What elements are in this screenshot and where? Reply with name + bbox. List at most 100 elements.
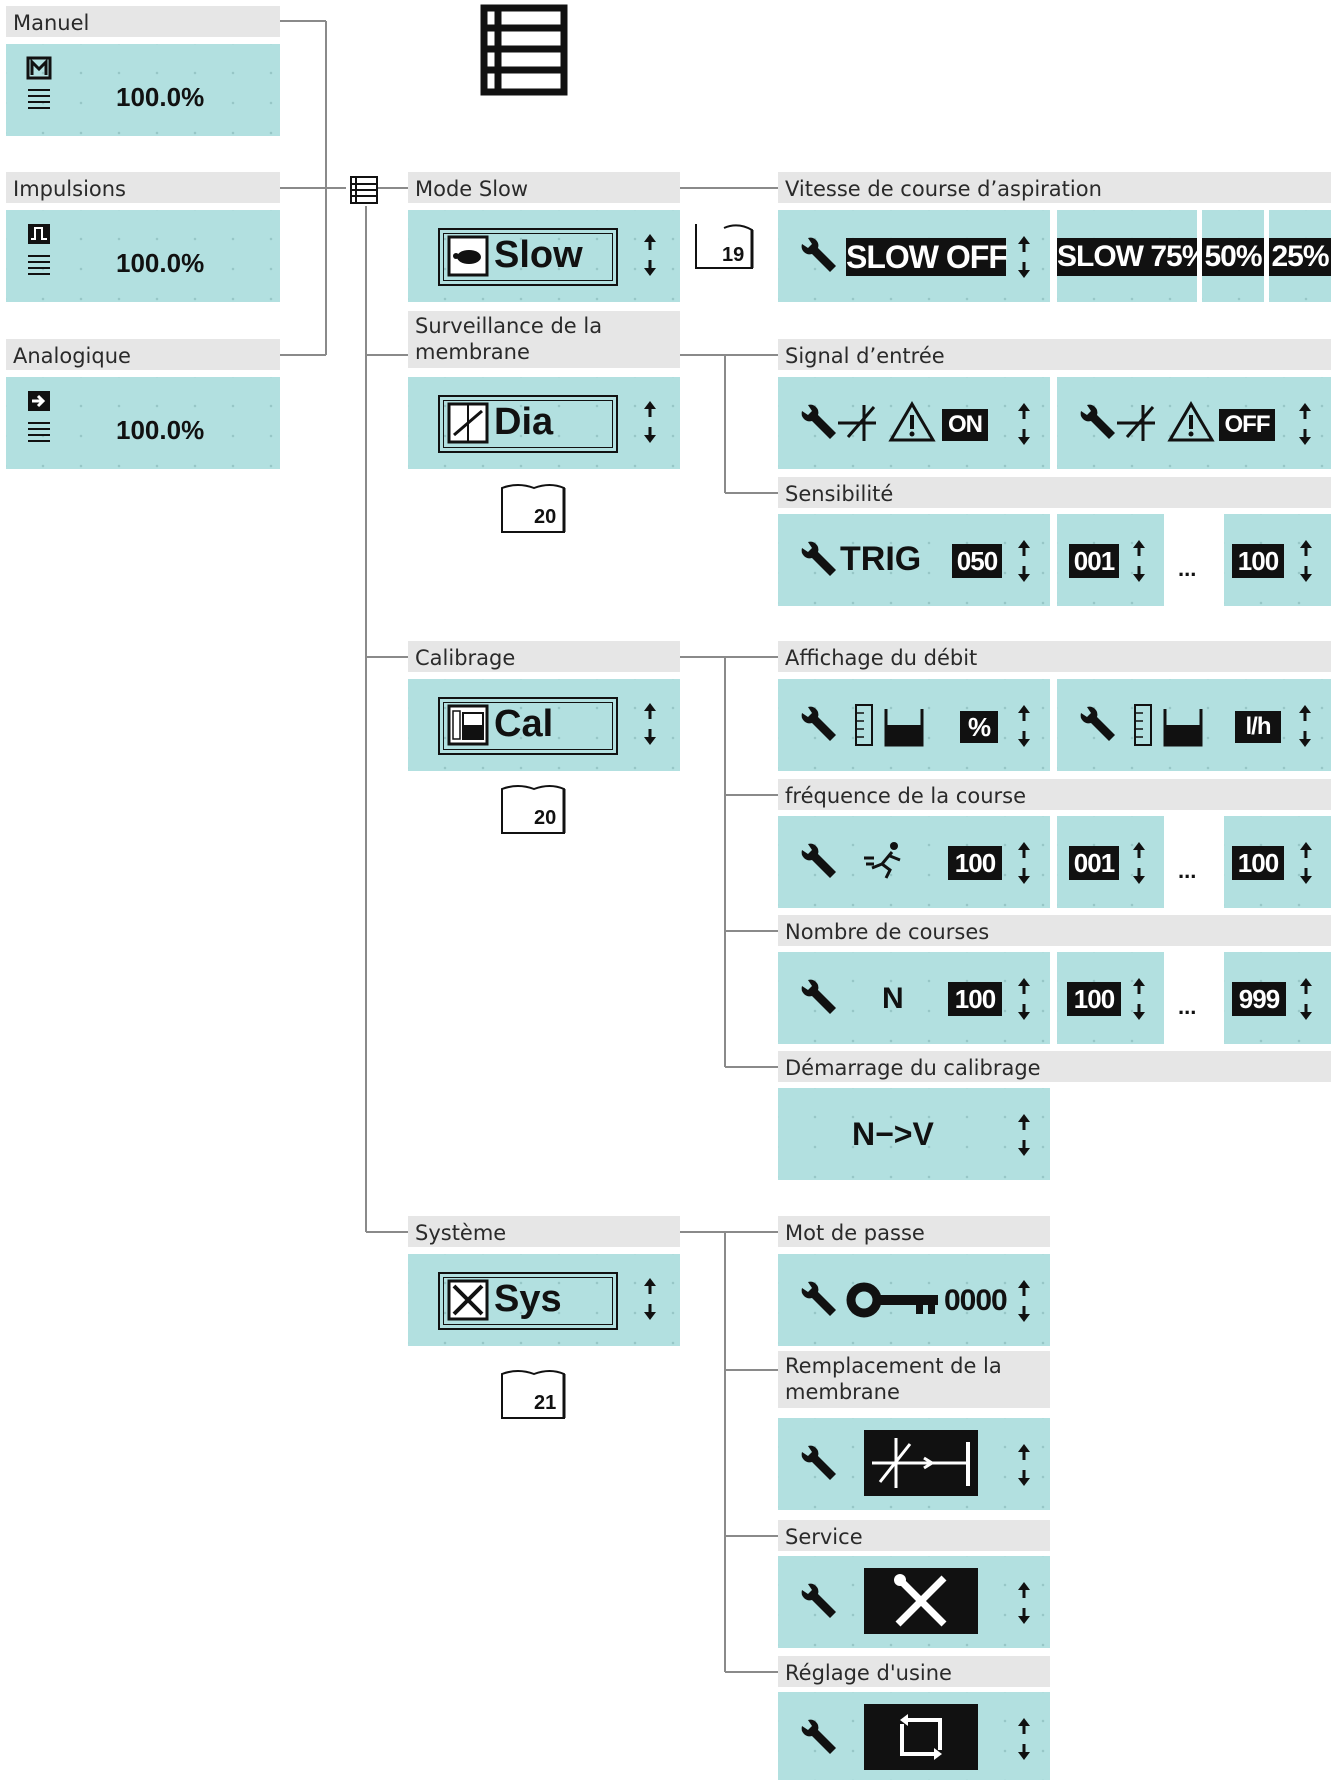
analogique-header: Analogique <box>6 339 280 370</box>
remplacement-header: Remplacement de la membrane <box>778 1351 1050 1408</box>
systeme-screen-label: Sys <box>494 1278 562 1320</box>
up-down-arrows-icon <box>1018 236 1030 278</box>
mode-slow-screen-label: Slow <box>494 234 583 276</box>
vitesse-screen-off[interactable]: SLOW OFF <box>778 210 1050 302</box>
frequence-header: fréquence de la course <box>778 779 1331 810</box>
impulsions-header: Impulsions <box>6 172 280 203</box>
wrench-icon <box>1080 706 1115 741</box>
calibrage-screen-label: Cal <box>494 703 554 745</box>
nombre-screen[interactable]: N 100 <box>778 952 1050 1044</box>
calibrage-screen[interactable]: Cal <box>408 679 680 771</box>
slow-75-value: SLOW 75% <box>1057 238 1208 276</box>
impulsions-percent: 100.0% <box>116 248 205 278</box>
up-down-arrows-icon <box>1300 540 1312 582</box>
reglage-screen[interactable] <box>778 1692 1050 1780</box>
diaphragm-break-icon <box>838 405 876 441</box>
vitesse-screen-75[interactable]: SLOW 75% <box>1057 210 1208 302</box>
signal-on-value: ON <box>942 409 988 441</box>
wrench-icon <box>801 1719 836 1754</box>
slow-50-value: 50% <box>1202 238 1264 276</box>
mot-de-passe-header: Mot de passe <box>778 1216 1050 1247</box>
reglage-header: Réglage d'usine <box>778 1656 1050 1687</box>
impulsions-screen: 100.0% <box>6 210 280 302</box>
analogique-screen: 100.0% <box>6 377 280 469</box>
manual-mode-icon <box>26 56 52 109</box>
wrench-icon <box>801 541 836 576</box>
up-down-arrows-icon <box>644 234 656 276</box>
affichage-screen-pct[interactable]: % <box>778 679 1050 771</box>
up-down-arrows-icon <box>1018 842 1030 884</box>
manuel-screen: 100.0% <box>6 44 280 136</box>
pulse-mode-icon <box>28 224 50 275</box>
up-down-arrows-icon <box>1299 705 1311 747</box>
manuel-percent: 100.0% <box>116 82 205 112</box>
wrench-icon <box>801 237 836 272</box>
up-down-arrows-icon <box>1018 1444 1030 1486</box>
frequence-max-screen[interactable]: 100 <box>1224 816 1331 908</box>
surveillance-screen[interactable]: Dia <box>408 377 680 469</box>
nombre-max-screen[interactable]: 999 <box>1224 952 1331 1044</box>
tank-icon <box>884 709 924 747</box>
turtle-icon <box>447 235 489 277</box>
n-label: N <box>882 982 904 1015</box>
up-down-arrows-icon <box>1018 1582 1030 1624</box>
book-ref-20-calibrage: 20 <box>498 783 568 835</box>
signal-header: Signal d’entrée <box>778 339 1331 370</box>
tank-icon <box>1163 709 1203 747</box>
ellipsis: ... <box>1178 994 1197 1019</box>
ellipsis: ... <box>1178 556 1197 581</box>
frequence-screen[interactable]: 100 <box>778 816 1050 908</box>
up-down-arrows-icon <box>1133 540 1145 582</box>
book-icon <box>501 785 566 834</box>
sensibilite-screen[interactable]: TRIG 050 <box>778 514 1050 606</box>
sensibilite-max-value: 100 <box>1232 544 1284 578</box>
signal-screen-off[interactable]: OFF <box>1057 377 1331 469</box>
up-down-arrows-icon <box>1300 978 1312 1020</box>
affichage-screen-lh[interactable]: l/h <box>1057 679 1331 771</box>
key-icon <box>846 1282 938 1318</box>
wrench-icon <box>801 1281 836 1316</box>
mode-slow-screen[interactable]: Slow <box>408 210 680 302</box>
wrench-icon <box>801 1445 836 1480</box>
trig-label: TRIG <box>840 540 922 578</box>
sensibilite-min-screen[interactable]: 001 <box>1057 514 1164 606</box>
vitesse-screen-50[interactable]: 50% <box>1202 210 1264 302</box>
signal-screen-on[interactable]: ON <box>778 377 1050 469</box>
mot-de-passe-screen[interactable]: 0000 <box>778 1254 1050 1346</box>
frequence-min-screen[interactable]: 001 <box>1057 816 1164 908</box>
up-down-arrows-icon <box>1299 403 1311 445</box>
up-down-arrows-icon <box>1018 705 1030 747</box>
warning-icon <box>888 401 936 442</box>
book-ref-number: 19 <box>722 244 745 266</box>
unit-liters-per-hour: l/h <box>1235 711 1281 743</box>
ellipsis: ... <box>1178 858 1197 883</box>
nombre-min-screen[interactable]: 100 <box>1057 952 1164 1044</box>
up-down-arrows-icon <box>1018 540 1030 582</box>
analog-mode-icon <box>28 391 50 442</box>
slow-25-value: 25% <box>1269 238 1331 276</box>
calibration-icon <box>447 704 489 746</box>
sensibilite-max-screen[interactable]: 100 <box>1224 514 1331 606</box>
menu-list-icon <box>350 176 378 204</box>
systeme-screen[interactable]: Sys <box>408 1254 680 1346</box>
service-screen[interactable] <box>778 1556 1050 1648</box>
wrench-icon <box>801 979 836 1014</box>
book-ref-19: 19 <box>692 220 758 272</box>
analogique-percent: 100.0% <box>116 415 205 445</box>
book-icon <box>501 1370 566 1419</box>
book-ref-number: 20 <box>534 506 557 528</box>
service-tools-icon <box>864 1568 978 1634</box>
signal-off-value: OFF <box>1219 409 1275 441</box>
remplacement-screen[interactable] <box>778 1418 1050 1510</box>
trig-value: 050 <box>952 544 1002 578</box>
book-ref-21: 21 <box>498 1368 568 1420</box>
up-down-arrows-icon <box>1133 842 1145 884</box>
demarrage-screen[interactable]: N−>V <box>778 1088 1050 1180</box>
up-down-arrows-icon <box>1133 978 1145 1020</box>
vitesse-header: Vitesse de course d’aspiration <box>778 172 1331 203</box>
vitesse-screen-25[interactable]: 25% <box>1269 210 1331 302</box>
surveillance-header: Surveillance de la membrane <box>408 311 680 368</box>
calibrage-header: Calibrage <box>408 641 680 672</box>
wrench-icon <box>1080 404 1115 439</box>
up-down-arrows-icon <box>1300 842 1312 884</box>
